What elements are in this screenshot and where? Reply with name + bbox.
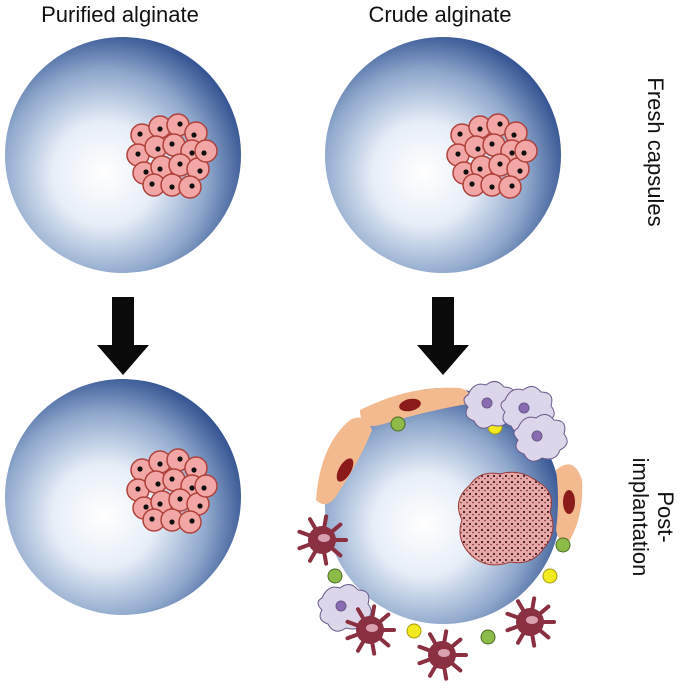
- cell-nucleus: [497, 161, 503, 167]
- cell-nucleus: [157, 501, 163, 507]
- cell-nucleus: [489, 184, 495, 190]
- cell-nucleus: [197, 168, 203, 174]
- cell-nucleus: [157, 166, 163, 172]
- cell-nucleus: [201, 485, 207, 491]
- islet-cluster-purified-fresh: [126, 113, 218, 199]
- cell-nucleus: [135, 151, 141, 157]
- cell-nucleus: [135, 486, 141, 492]
- cell-nucleus: [509, 183, 515, 189]
- cell-nucleus: [477, 126, 483, 132]
- macrophage-nucleus: [526, 616, 538, 624]
- macrophage-nucleus: [318, 534, 330, 542]
- cell-nucleus: [511, 132, 517, 138]
- crude-alginate-title: Crude alginate: [368, 2, 512, 27]
- cell-nucleus: [157, 126, 163, 132]
- cell-nucleus: [509, 150, 515, 156]
- necrotic-islet: [457, 471, 554, 566]
- cell-nucleus: [457, 131, 463, 137]
- cell-nucleus: [517, 168, 523, 174]
- cell-nucleus: [521, 150, 527, 156]
- macrophage-nucleus: [366, 624, 378, 632]
- cell-nucleus: [489, 141, 495, 147]
- cell-nucleus: [169, 141, 175, 147]
- cell-nucleus: [177, 161, 183, 167]
- cell-nucleus: [157, 461, 163, 467]
- macrophage-arms: [505, 596, 556, 648]
- cell-nucleus: [469, 181, 475, 187]
- macrophages: [297, 514, 556, 681]
- capsule-purified-fresh: [5, 37, 241, 273]
- cell-nucleus: [191, 132, 197, 138]
- islet-cluster-crude-fresh: [446, 113, 538, 199]
- cell-nucleus: [189, 150, 195, 156]
- cell-nucleus: [177, 121, 183, 127]
- lymphocytes: [327, 416, 571, 645]
- macrophage-arms: [297, 514, 348, 566]
- cell-nucleus: [143, 169, 149, 175]
- islet-cell: [194, 139, 218, 163]
- cell-nucleus: [475, 146, 481, 152]
- macrophage-nucleus: [438, 649, 450, 657]
- islet-cell: [514, 139, 538, 163]
- cell-nucleus: [189, 518, 195, 524]
- cell-nucleus: [169, 519, 175, 525]
- cell-nucleus: [189, 485, 195, 491]
- cell-nucleus: [137, 466, 143, 472]
- arrow-down-icon: [97, 297, 149, 375]
- islet-cell: [194, 474, 218, 498]
- arrow-down-icon: [417, 297, 469, 375]
- cell-nucleus: [155, 146, 161, 152]
- cell-nucleus: [189, 183, 195, 189]
- cell-nucleus: [197, 503, 203, 509]
- cell-nucleus: [155, 481, 161, 487]
- cell-nucleus: [149, 516, 155, 522]
- islet-cluster-purified-post: [126, 448, 218, 534]
- cell-nucleus: [497, 121, 503, 127]
- cell-nucleus: [177, 456, 183, 462]
- cell-nucleus: [191, 467, 197, 473]
- macrophage-arms: [417, 629, 468, 681]
- cell-nucleus: [169, 184, 175, 190]
- cell-nucleus: [149, 181, 155, 187]
- cell-nucleus: [177, 496, 183, 502]
- capsule-crude-fresh: [325, 37, 561, 273]
- neutrophils: [317, 381, 568, 632]
- capsule-purified-post: [5, 379, 241, 615]
- capsule-crude-post: [325, 388, 561, 624]
- cell-nucleus: [201, 150, 207, 156]
- cell-nucleus: [463, 169, 469, 175]
- cell-nucleus: [455, 151, 461, 157]
- macrophage-arms: [345, 604, 396, 656]
- cell-nucleus: [143, 504, 149, 510]
- cell-nucleus: [477, 166, 483, 172]
- cell-nucleus: [137, 131, 143, 137]
- purified-alginate-title: Purified alginate: [41, 2, 199, 27]
- cell-nucleus: [169, 476, 175, 482]
- fibroblast-layer: [316, 387, 583, 543]
